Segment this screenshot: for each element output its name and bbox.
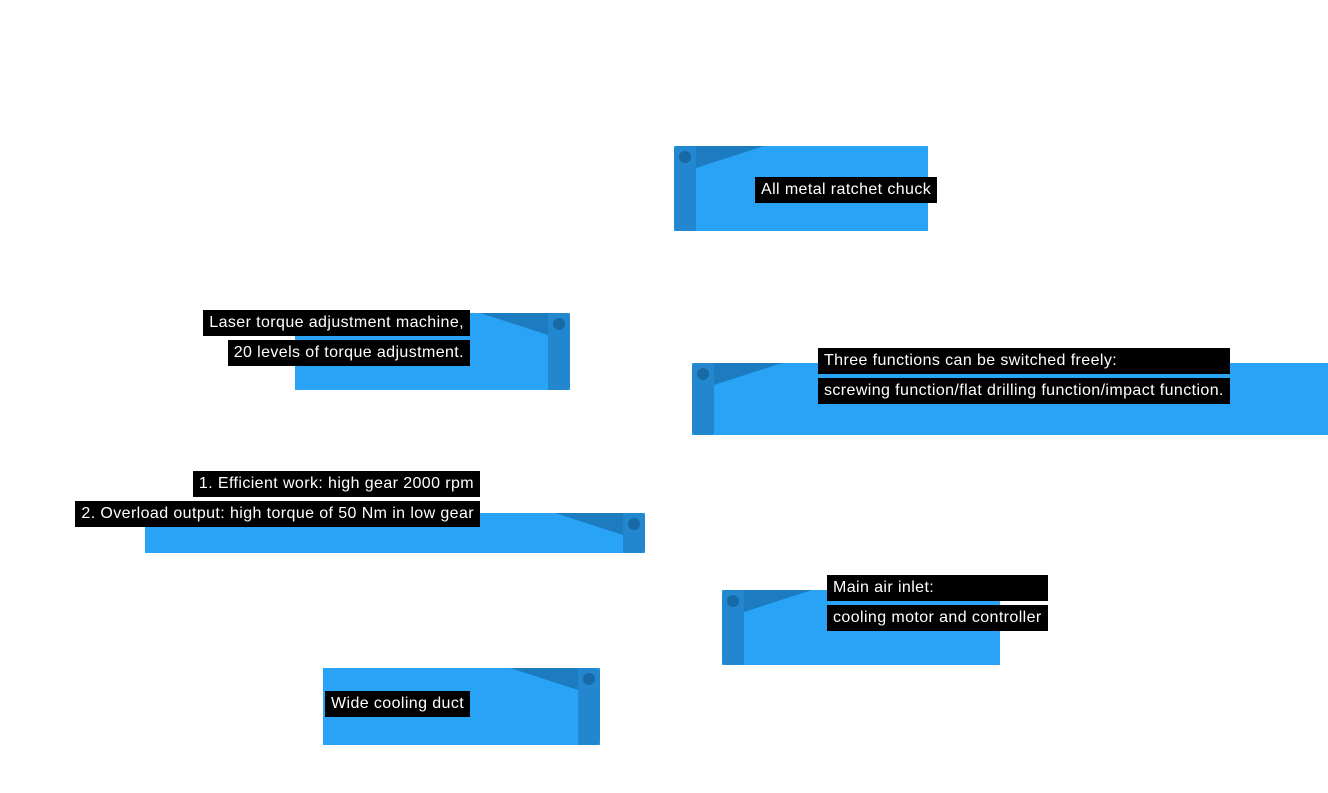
callout-text-line: Wide cooling duct [325, 691, 471, 717]
callout-fold [696, 146, 764, 168]
callout-fold [480, 313, 548, 335]
callout-fold [555, 513, 623, 535]
callout-pin-dot [697, 368, 709, 380]
callout-pin-dot [553, 318, 565, 330]
callout-pin-bar [722, 590, 744, 665]
callout-pin-dot [628, 518, 640, 530]
callout-pin-bar [674, 146, 696, 231]
callout-text-line: Main air inlet: [827, 575, 1048, 601]
callout-pin-bar [548, 313, 570, 390]
callout-fold [510, 668, 578, 690]
callout-label-cooling-duct: Wide cooling duct [325, 691, 471, 721]
callout-fold [714, 363, 782, 385]
callout-text-line: Three functions can be switched freely: [818, 348, 1230, 374]
callout-label-three-functions: Three functions can be switched freely: … [818, 348, 1230, 408]
callout-label-laser-torque: Laser torque adjustment machine, 20 leve… [203, 310, 470, 370]
callout-pin-bar [578, 668, 600, 745]
callout-pin-dot [727, 595, 739, 607]
callout-pin-dot [679, 151, 691, 163]
callout-text-line: screwing function/flat drilling function… [818, 378, 1230, 404]
callout-pin-bar [692, 363, 714, 435]
callout-label-gear-performance: 1. Efficient work: high gear 2000 rpm 2.… [75, 471, 480, 531]
callout-text-line: Laser torque adjustment machine, [203, 310, 470, 336]
callout-text-line: 2. Overload output: high torque of 50 Nm… [75, 501, 480, 527]
callout-text-line: cooling motor and controller [827, 605, 1048, 631]
callout-fold [744, 590, 812, 612]
callout-pin-dot [583, 673, 595, 685]
callout-label-air-inlet: Main air inlet: cooling motor and contro… [827, 575, 1048, 635]
callout-text-line: 20 levels of torque adjustment. [227, 340, 470, 366]
callout-label-ratchet-chuck: All metal ratchet chuck [755, 177, 938, 207]
callout-text-line: 1. Efficient work: high gear 2000 rpm [192, 471, 480, 497]
callout-text-line: All metal ratchet chuck [755, 177, 938, 203]
